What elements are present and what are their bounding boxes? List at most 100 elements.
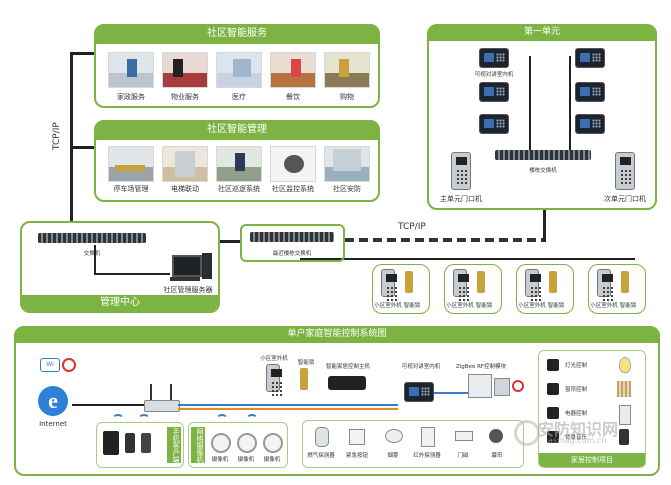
home-outdoor-station-icon: [266, 364, 282, 397]
ip-camera-icon: [237, 433, 257, 453]
watermark-url: asmag.com.cn: [548, 436, 607, 445]
camera-label: 摄像机: [211, 457, 229, 463]
villa-door-label: 小区室外机: [446, 303, 474, 309]
indoor-unit-label: 可视对讲室内机: [474, 72, 514, 78]
dining-image: [270, 52, 316, 88]
light-bulb-icon: [619, 357, 631, 373]
internet-explorer-icon: e: [38, 386, 68, 416]
camera-group-label: 网络摄像机: [191, 427, 205, 463]
main-door-station-icon: [451, 152, 471, 190]
mobile-client-label: 手机客户端: [167, 427, 181, 463]
orange-bus-line: [178, 408, 398, 410]
villa-bus-line: [300, 258, 635, 260]
home-indoor-bus-line: [434, 392, 470, 394]
core-switch-label: 最近楼栋交换机: [272, 251, 312, 257]
smart-lock-icon: [549, 271, 557, 293]
tablet-icon: [103, 431, 119, 455]
management-link-line: [70, 146, 94, 149]
mgmt-caption-patrol: 社区巡逻系统: [218, 185, 260, 193]
home-device-label: ZigBee RF控制模块: [456, 364, 507, 370]
tcp-ip-dashed-link: [345, 238, 545, 242]
curtain-icon: [617, 381, 631, 397]
home-smart-lock-icon: [300, 368, 308, 390]
smart-lock-icon: [405, 271, 413, 293]
internet-to-router-line: [72, 404, 144, 406]
no-sign-icon: [512, 380, 524, 392]
villa-station-box: 小区室外机 智能锁: [372, 264, 430, 314]
control-item-label: 窗帘控制: [564, 387, 587, 393]
appliance-control-icon: [547, 407, 559, 419]
home-control-panel: 灯光控制 窗帘控制 电器控制 背景音乐 家居控制项目: [538, 350, 646, 468]
smart-lock-icon: [477, 271, 485, 293]
smoke-detector-icon: [385, 429, 403, 443]
tcp-ip-horizontal-label: TCP/IP: [398, 222, 426, 232]
home-device-label: 可视对讲室内机: [401, 364, 441, 370]
community-services-box: 社区智能服务 家政服务 物业服务 医疗 餐饮 购物: [94, 24, 380, 108]
tcp-ip-vertical-label: TCP/IP: [52, 122, 62, 150]
management-center-title: 管理中心: [22, 295, 218, 311]
sensor-label: 红外探测器: [413, 453, 441, 459]
home-indoor-unit-icon: [404, 382, 434, 402]
sensor-label: 门磁: [457, 453, 469, 459]
management-switch-label: 交换机: [83, 251, 101, 257]
mobile-client-group: 手机客户端: [96, 422, 184, 468]
sensor-label: 烟雾: [387, 453, 399, 459]
housekeeping-image: [108, 52, 154, 88]
service-caption-dining: 餐饮: [286, 93, 300, 101]
no-sign-icon: [62, 358, 76, 372]
sensor-label: 燃气探测器: [307, 453, 335, 459]
emergency-button-icon: [349, 429, 365, 445]
home-device-label: 智能家居控制主机: [325, 364, 370, 370]
sensor-label: 幕帘: [491, 453, 503, 459]
gas-detector-icon: [315, 427, 329, 447]
management-center-box: 交换机 社区管理服务器 管理中心: [20, 221, 220, 313]
service-caption-housekeeping: 家政服务: [117, 93, 145, 101]
building-switch-label: 楼栋交换机: [529, 168, 557, 174]
mgmt-caption-elevator: 电梯联动: [171, 185, 199, 193]
router-antenna-icon: [150, 384, 152, 400]
server-keyboard-icon: [170, 277, 200, 281]
camera-label: 摄像机: [237, 457, 255, 463]
backbone-vertical-line: [70, 52, 73, 232]
unit-one-box: 第一单元 可视对讲室内机 楼栋交换机 主单元门口机 次单元门口机: [427, 24, 657, 210]
secondary-door-station-icon: [615, 152, 635, 190]
switch-to-server-line: [94, 245, 96, 275]
unit-one-title: 第一单元: [427, 24, 657, 41]
infrared-detector-icon: [421, 427, 435, 447]
curtain-control-icon: [547, 383, 559, 395]
services-link-line: [70, 52, 94, 55]
service-caption-medical: 医疗: [232, 93, 246, 101]
indoor-unit-icon: [575, 48, 605, 68]
villa-station-box: 小区室外机 智能锁: [516, 264, 574, 314]
property-service-image: [162, 52, 208, 88]
community-services-title: 社区智能服务: [94, 24, 380, 44]
villa-station-box: 小区室外机 智能锁: [588, 264, 646, 314]
elevator-image: [162, 146, 208, 182]
zigbee-module-icon: [494, 378, 510, 396]
villa-door-station-icon: [597, 269, 613, 302]
sensor-label: 紧急按钮: [345, 453, 368, 459]
zigbee-module-icon: [468, 374, 492, 398]
building-switch-icon: [495, 150, 591, 160]
villa-lock-label: 智能锁: [475, 303, 493, 309]
curtain-detector-icon: [489, 429, 503, 443]
appliance-icon: [619, 405, 631, 425]
watermark-text: 安防知识网: [538, 420, 619, 439]
smart-lock-icon: [621, 271, 629, 293]
medical-image: [216, 52, 262, 88]
wifi-signal-icon: [216, 414, 228, 424]
mgmt-caption-surveillance: 社区监控系统: [272, 185, 314, 193]
router-antenna-icon: [170, 384, 172, 400]
indoor-unit-icon: [575, 82, 605, 102]
wifi-signal-icon: [246, 414, 258, 424]
villa-door-label: 小区室外机: [590, 303, 618, 309]
control-item-label: 背景音乐: [564, 435, 587, 441]
patrol-image: [216, 146, 262, 182]
watermark-logo-icon: [514, 420, 540, 446]
surveillance-camera-image: [270, 146, 316, 182]
indoor-unit-icon: [479, 114, 509, 134]
ip-camera-icon: [263, 433, 283, 453]
mgmt-caption-parking: 停车场管理: [113, 185, 149, 193]
main-door-station-label: 主单元门口机: [440, 195, 482, 203]
camera-label: 摄像机: [263, 457, 281, 463]
